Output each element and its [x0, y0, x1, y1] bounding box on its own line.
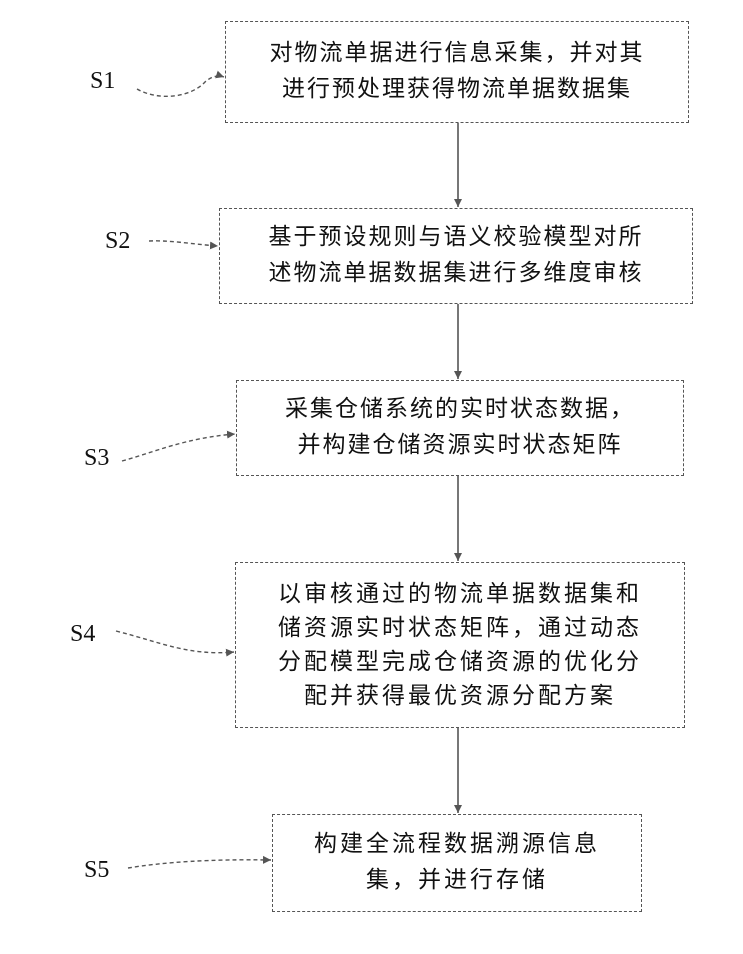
step-box-s1: 对物流单据进行信息采集，并对其 进行预处理获得物流单据数据集: [225, 21, 689, 123]
step-text-s4: 以审核通过的物流单据数据集和 储资源实时状态矩阵，通过动态 分配模型完成仓储资源…: [246, 577, 674, 713]
step-text-s1: 对物流单据进行信息采集，并对其 进行预处理获得物流单据数据集: [236, 36, 678, 107]
step-label-s1: S1: [90, 69, 115, 93]
label-connector-s5: [128, 860, 271, 868]
step-text-s5: 构建全流程数据溯源信息 集，并进行存储: [283, 827, 631, 898]
step-text-s2: 基于预设规则与语义校验模型对所 述物流单据数据集进行多维度审核: [230, 220, 682, 291]
step-label-s4: S4: [70, 622, 95, 646]
step-text-s3: 采集仓储系统的实时状态数据， 并构建仓储资源实时状态矩阵: [247, 392, 673, 463]
step-box-s3: 采集仓储系统的实时状态数据， 并构建仓储资源实时状态矩阵: [236, 380, 684, 476]
label-connector-s3: [122, 434, 235, 461]
label-connector-s4: [116, 631, 234, 653]
label-connector-s2: [149, 241, 218, 246]
step-box-s4: 以审核通过的物流单据数据集和 储资源实时状态矩阵，通过动态 分配模型完成仓储资源…: [235, 562, 685, 728]
step-label-s3: S3: [84, 446, 109, 470]
step-box-s2: 基于预设规则与语义校验模型对所 述物流单据数据集进行多维度审核: [219, 208, 693, 304]
step-box-s5: 构建全流程数据溯源信息 集，并进行存储: [272, 814, 642, 912]
label-connector-s1: [137, 76, 224, 96]
step-label-s5: S5: [84, 858, 109, 882]
step-label-s2: S2: [105, 229, 130, 253]
